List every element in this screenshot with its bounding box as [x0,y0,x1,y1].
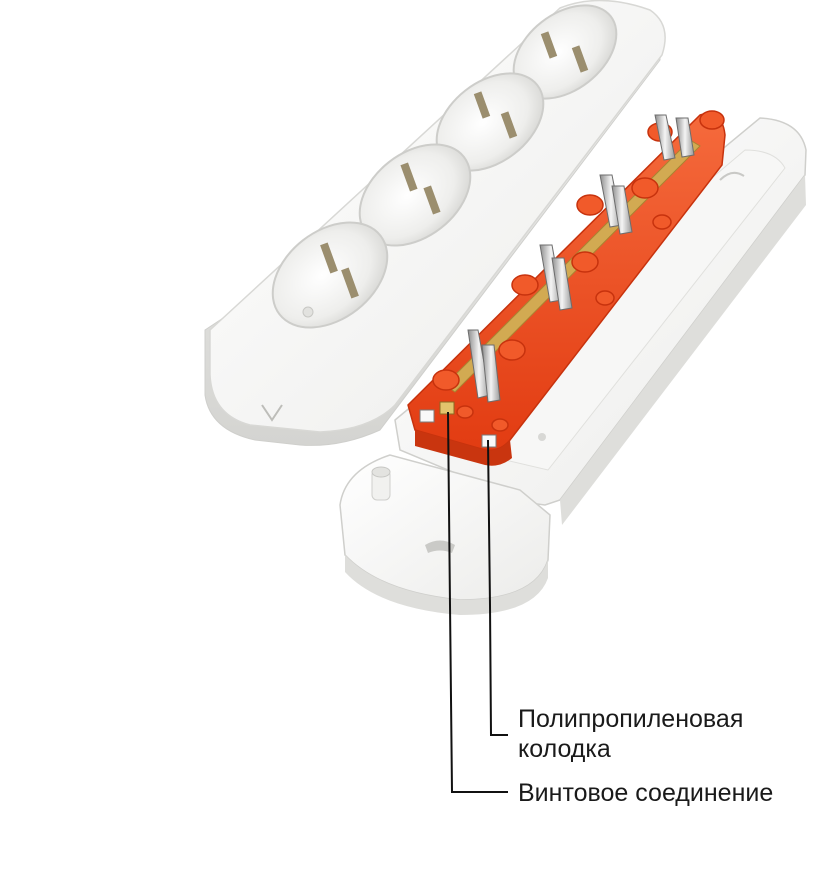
leader-line-block [487,439,508,736]
top-cover [204,0,666,446]
cable-entry [425,540,455,553]
base-clip [719,171,745,181]
base-screw-hole [538,433,546,441]
base-side [560,175,806,525]
annotation-screw-connection: Винтовое соединение [518,779,774,807]
screw-connection [419,401,497,448]
annotation-terminal-block: Полипропиленовая колодка [518,704,743,764]
end-cap-side [345,555,548,615]
socket-2 [435,72,545,172]
socket-4 [271,221,389,329]
end-cap [339,454,551,615]
contact-pins [467,114,695,403]
annotation-terminal-block-line1: Полипропиленовая [518,705,744,733]
socket-1 [512,4,618,100]
terminal-posts [432,110,725,432]
cover-notch [261,404,283,422]
annotation-terminal-block-line2: колодка [518,735,611,763]
leader-lines [447,411,508,793]
leader-line-screw [447,411,508,793]
